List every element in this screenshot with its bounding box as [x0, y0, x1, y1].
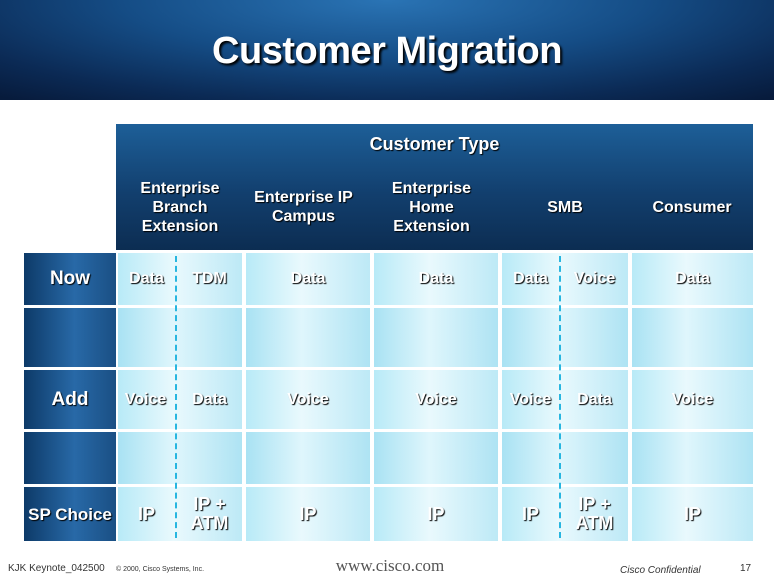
footer-keynote-id: KJK Keynote_042500: [8, 563, 105, 574]
sp-smb-a: IP: [521, 503, 539, 524]
add-campus: Voice: [287, 390, 329, 408]
blank-cell: [246, 432, 370, 484]
add-branch-b: Data: [192, 390, 227, 408]
blank-cell: [374, 308, 498, 367]
now-home: Data: [418, 270, 454, 287]
customer-type-header: [116, 124, 753, 250]
col-header-consumer: Consumer: [652, 198, 732, 216]
blank-cell: [502, 308, 628, 367]
cell-now-smb: [502, 253, 628, 305]
blank-cell: [374, 432, 498, 484]
cell-add-consumer: [632, 370, 753, 429]
sp-branch-a: IP: [137, 503, 155, 524]
slide-title: Customer Migration: [212, 30, 562, 72]
row-header-spacer-2: [24, 432, 116, 484]
row-header-sp-choice: SP Choice: [24, 487, 116, 541]
col-header-enterprise-branch: Enterprise Branch Extension: [140, 179, 220, 235]
cell-add-smb: [502, 370, 628, 429]
row-header-add: Add: [24, 370, 116, 429]
cell-now-campus: [246, 253, 370, 305]
blank-cell: [632, 308, 753, 367]
blank-cell: [118, 308, 242, 367]
add-smb-a: Voice: [509, 390, 552, 408]
sp-consumer: IP: [683, 503, 701, 524]
sp-branch-b: IP + ATM: [190, 494, 229, 533]
cell-sp-campus: [246, 487, 370, 541]
sp-smb-b: IP + ATM: [575, 494, 614, 533]
cell-add-campus: [246, 370, 370, 429]
title-banner: [0, 0, 774, 100]
cell-now-consumer: [632, 253, 753, 305]
now-smb-b: Voice: [573, 270, 616, 287]
cell-sp-consumer: [632, 487, 753, 541]
col-header-enterprise-home: Enterprise Home Extension: [391, 179, 472, 235]
cell-add-branch: [118, 370, 242, 429]
col-header-enterprise-ip-campus: Enterprise IP Campus: [254, 189, 353, 225]
cell-sp-branch: [118, 487, 242, 541]
cell-now-branch: [118, 253, 242, 305]
now-branch-a: Data: [129, 270, 164, 287]
cell-now-home: [374, 253, 498, 305]
blank-cell: [246, 308, 370, 367]
row-header-now: Now: [24, 253, 116, 305]
footer-url: www.cisco.com: [335, 556, 445, 575]
add-home: Voice: [415, 390, 457, 408]
cell-sp-home: [374, 487, 498, 541]
footer-page-number: 17: [740, 563, 752, 574]
split-divider-smb: [559, 256, 561, 538]
sp-campus: IP: [299, 503, 317, 524]
add-smb-b: Data: [577, 390, 612, 408]
now-branch-b: TDM: [192, 270, 227, 287]
cell-add-home: [374, 370, 498, 429]
col-header-smb: SMB: [547, 198, 583, 216]
now-smb-a: Data: [513, 270, 548, 287]
blank-cell: [632, 432, 753, 484]
footer-confidential: Cisco Confidential: [620, 565, 701, 576]
cell-sp-smb: [502, 487, 628, 541]
footer-copyright: © 2000, Cisco Systems, Inc.: [116, 566, 205, 573]
add-branch-a: Voice: [124, 390, 167, 408]
blank-cell: [118, 432, 242, 484]
add-consumer: Voice: [671, 390, 714, 408]
now-consumer: Data: [675, 270, 710, 287]
split-divider-branch: [175, 256, 177, 538]
customer-type-label: Customer Type: [369, 133, 500, 154]
now-campus: Data: [290, 270, 326, 287]
sp-home: IP: [427, 503, 445, 524]
blank-cell: [502, 432, 628, 484]
row-header-spacer-1: [24, 308, 116, 367]
